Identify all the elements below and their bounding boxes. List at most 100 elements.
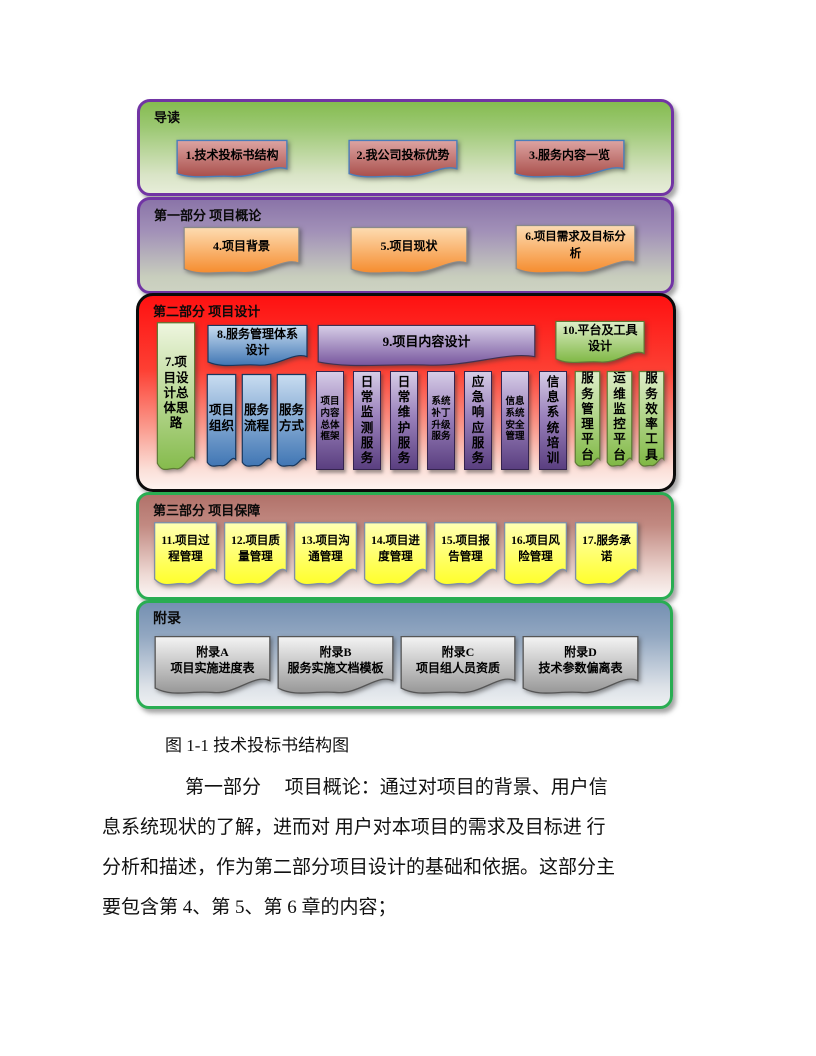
flow-box: 6.项目需求及目标分 析	[515, 225, 636, 277]
flow-box-label: 15.项目报 告管理	[441, 534, 490, 564]
document-shape	[350, 227, 468, 277]
flow-box-label: 13.项目沟 通管理	[301, 534, 350, 564]
section-appendix: 附录 附录A 项目实施进度表 附录B 服务实施文档模板 附录C 项目组人员资质 …	[136, 600, 673, 709]
document-shape	[294, 522, 357, 590]
flow-box: 10.平台及工具 设计	[555, 321, 645, 366]
document-shape	[555, 321, 645, 366]
flow-box-label: 服 务 管 理 平 台	[581, 371, 594, 462]
flow-box-label: 附录A 项目实施进度表	[170, 645, 255, 675]
paragraph-line: 第一部分 项目概论：通过对项目的背景、用户信	[185, 777, 608, 798]
flow-box-label: 16.项目风 险管理	[511, 534, 560, 564]
flow-box-label: 系统 补丁 升级 服务	[431, 396, 451, 443]
flow-box-label: 5.项目现状	[380, 239, 438, 254]
flow-box: 8.服务管理体系 设计	[207, 325, 308, 369]
flow-box-label: 10.平台及工具 设计	[562, 323, 638, 353]
paragraph-line: 息系统现状的了解，进而对 用户对本项目的需求及目标进 行	[102, 817, 606, 838]
flow-box-label: 9.项目内容设计	[382, 334, 471, 350]
document-shape	[522, 636, 639, 698]
flow-box: 5.项目现状	[350, 227, 468, 277]
flow-box-label: 服 务 效 率 工 具	[645, 371, 658, 462]
document-shape	[348, 140, 458, 180]
section-guide: 导读 1.技术投标书结构 2.我公司投标优势 3.服务内容一览	[137, 99, 674, 196]
flow-box: 2.我公司投标优势	[348, 140, 458, 180]
section-part2-title: 第二部分 项目设计	[153, 304, 261, 319]
flow-box-label: 运 维 监 控 平 台	[613, 371, 626, 462]
flow-box: 4.项目背景	[183, 227, 300, 277]
flow-box-label: 4.项目背景	[212, 239, 270, 254]
flow-box-label: 17.服务承 诺	[582, 534, 631, 564]
section-guide-title: 导读	[154, 110, 181, 125]
flow-box-label: 服务 方式	[278, 403, 304, 433]
document-shape	[514, 140, 625, 180]
flow-box-label: 8.服务管理体系 设计	[216, 327, 298, 357]
flow-box-label: 7.项 目设 计总 体思 路	[163, 355, 189, 431]
flow-box: 11.项目过 程管理	[154, 522, 217, 590]
flow-box: 附录C 项目组人员资质	[400, 636, 516, 698]
flow-box-label: 应 急 响 应 服 务	[471, 374, 485, 465]
flow-box: 项目 内容 总体 框架	[316, 371, 344, 470]
flow-box-label: 项目 组织	[208, 403, 234, 433]
section-part1: 第一部分 项目概论 4.项目背景 5.项目现状 6.项目需求及目标分 析	[137, 197, 674, 294]
flow-box: 7.项 目设 计总 体思 路	[157, 322, 195, 474]
flow-box-label: 附录D 技术参数偏离表	[538, 645, 623, 675]
flow-box-label: 6.项目需求及目标分 析	[525, 231, 626, 260]
document-shape	[575, 371, 600, 469]
document-shape	[207, 325, 308, 369]
flow-box-label: 附录B 服务实施文档模板	[287, 645, 384, 675]
document-shape	[575, 522, 638, 590]
flow-box: 13.项目沟 通管理	[294, 522, 357, 590]
flow-box-label: 2.我公司投标优势	[356, 148, 450, 163]
flow-box: 信 息 系 统 培 训	[539, 371, 567, 470]
document-shape	[316, 325, 537, 369]
flow-box: 服 务 效 率 工 具	[639, 371, 664, 469]
flow-box-label: 1.技术投标书结构	[185, 148, 279, 163]
section-appendix-title: 附录	[153, 612, 181, 627]
flow-box-label: 14.项目进 度管理	[371, 534, 420, 564]
flow-box: 应 急 响 应 服 务	[464, 371, 492, 470]
document-shape	[607, 371, 632, 469]
document-shape	[176, 140, 288, 180]
flow-box: 服 务 管 理 平 台	[575, 371, 600, 469]
document-shape	[515, 225, 636, 277]
flow-box: 系统 补丁 升级 服务	[427, 371, 455, 470]
document-shape	[224, 522, 287, 590]
document-shape	[183, 227, 300, 277]
flow-box: 附录D 技术参数偏离表	[522, 636, 639, 698]
document-shape	[207, 374, 236, 469]
flow-box-label: 日 常 监 测 服 务	[360, 374, 374, 465]
section-part3: 第三部分 项目保障 11.项目过 程管理 12.项目质 量管理 13.项目沟 通…	[136, 492, 674, 600]
flow-box: 17.服务承 诺	[575, 522, 638, 590]
flow-box-label: 日 常 维 护 服 务	[397, 374, 411, 465]
flow-box-label: 项目 内容 总体 框架	[320, 396, 340, 443]
flow-box: 3.服务内容一览	[514, 140, 625, 180]
flow-box-label: 3.服务内容一览	[528, 148, 610, 163]
flow-box-label: 服务 流程	[243, 403, 269, 433]
paragraph-line: 要包含第 4、第 5、第 6 章的内容；	[102, 897, 397, 918]
document-shape	[157, 322, 195, 474]
section-part3-title: 第三部分 项目保障	[153, 503, 261, 518]
document-shape	[400, 636, 516, 698]
section-part2: 第二部分 项目设计 7.项 目设 计总 体思 路 8.服务管理体系 设计 项目 …	[136, 293, 676, 492]
flow-box: 日 常 维 护 服 务	[390, 371, 418, 470]
flow-box-label: 11.项目过 程管理	[161, 534, 210, 564]
flow-box: 附录A 项目实施进度表	[154, 636, 271, 698]
document-shape	[504, 522, 567, 590]
flow-box: 14.项目进 度管理	[364, 522, 427, 590]
document-shape	[277, 636, 394, 698]
document-shape	[434, 522, 497, 590]
flow-box: 附录B 服务实施文档模板	[277, 636, 394, 698]
flow-box: 项目 组织	[207, 374, 236, 469]
flow-box: 1.技术投标书结构	[176, 140, 288, 180]
document-shape	[364, 522, 427, 590]
flow-box-label: 信息 系统 安全 管理	[505, 396, 525, 443]
document-shape	[639, 371, 664, 469]
flow-box: 日 常 监 测 服 务	[353, 371, 381, 470]
body-paragraph: 第一部分 项目概论：通过对项目的背景、用户信 息系统现状的了解，进而对 用户对本…	[102, 768, 727, 928]
flow-box: 服务 流程	[242, 374, 271, 469]
flow-box-label: 信 息 系 统 培 训	[546, 374, 560, 465]
flow-box: 16.项目风 险管理	[504, 522, 567, 590]
paragraph-line: 分析和描述，作为第二部分项目设计的基础和依据。这部分主	[102, 857, 616, 878]
figure-caption: 图 1-1 技术投标书结构图	[165, 736, 350, 755]
section-part1-title: 第一部分 项目概论	[154, 208, 262, 223]
